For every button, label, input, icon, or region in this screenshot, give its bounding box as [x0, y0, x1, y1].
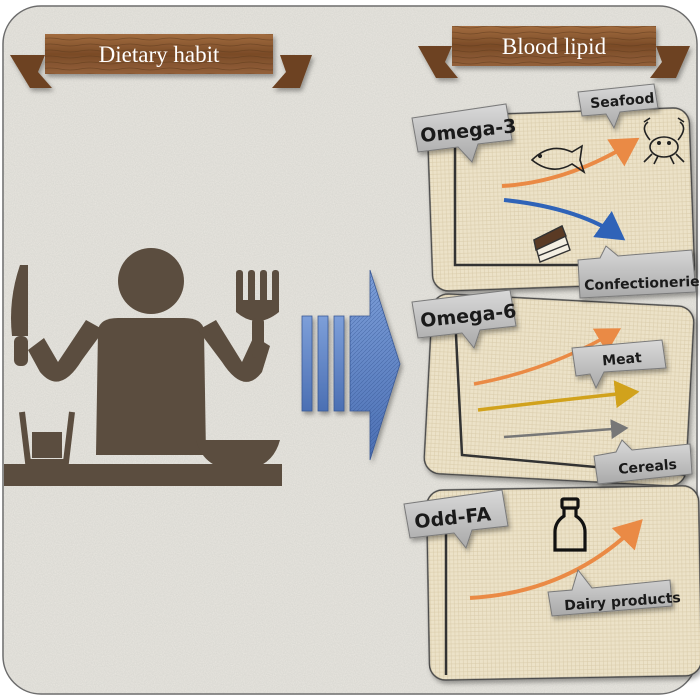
confectioneries-trend-arrow [503, 198, 626, 241]
crab-icon [643, 117, 685, 165]
flow-arrow [301, 269, 401, 461]
seafood-trend-arrow [501, 137, 640, 188]
confectioneries-callout [577, 245, 697, 299]
dietary-habit-title: Dietary habit [99, 42, 220, 67]
cereals-trend-arrow [477, 380, 640, 412]
person-icon [28, 248, 270, 455]
omega-3-tag [411, 103, 513, 163]
blood-lipid-banner [418, 26, 690, 78]
bowl-icon [196, 440, 280, 470]
odd-fa-panel [425, 485, 700, 681]
omega-3-panel [426, 107, 696, 292]
dairy-trend-arrow [469, 519, 643, 600]
odd-fa-tag [403, 489, 509, 550]
seafood-callout [577, 83, 659, 130]
meat-label: Meat [602, 350, 643, 369]
cake-icon [533, 225, 571, 263]
cereals-label: Cereals [618, 457, 678, 478]
fish-icon [530, 144, 586, 174]
blood-lipid-title: Blood lipid [502, 34, 607, 59]
omega-6-panel [423, 293, 695, 487]
knife-icon [11, 265, 28, 366]
dietary-habit-banner [10, 34, 312, 88]
omega-6-tag [411, 289, 517, 350]
milk-bottle-icon [553, 497, 587, 552]
glass-icon [19, 411, 75, 465]
cereals-callout [593, 439, 693, 485]
dairy-products-callout [547, 568, 673, 617]
confectioneries-label: Confectioneries [584, 274, 700, 294]
meat-trend-arrow [473, 328, 622, 386]
omega-6-neutral-arrow [503, 419, 629, 440]
meat-callout [571, 339, 667, 390]
seafood-label: Seafood [590, 91, 656, 113]
fork-icon [236, 270, 279, 358]
table-surface [4, 464, 282, 486]
